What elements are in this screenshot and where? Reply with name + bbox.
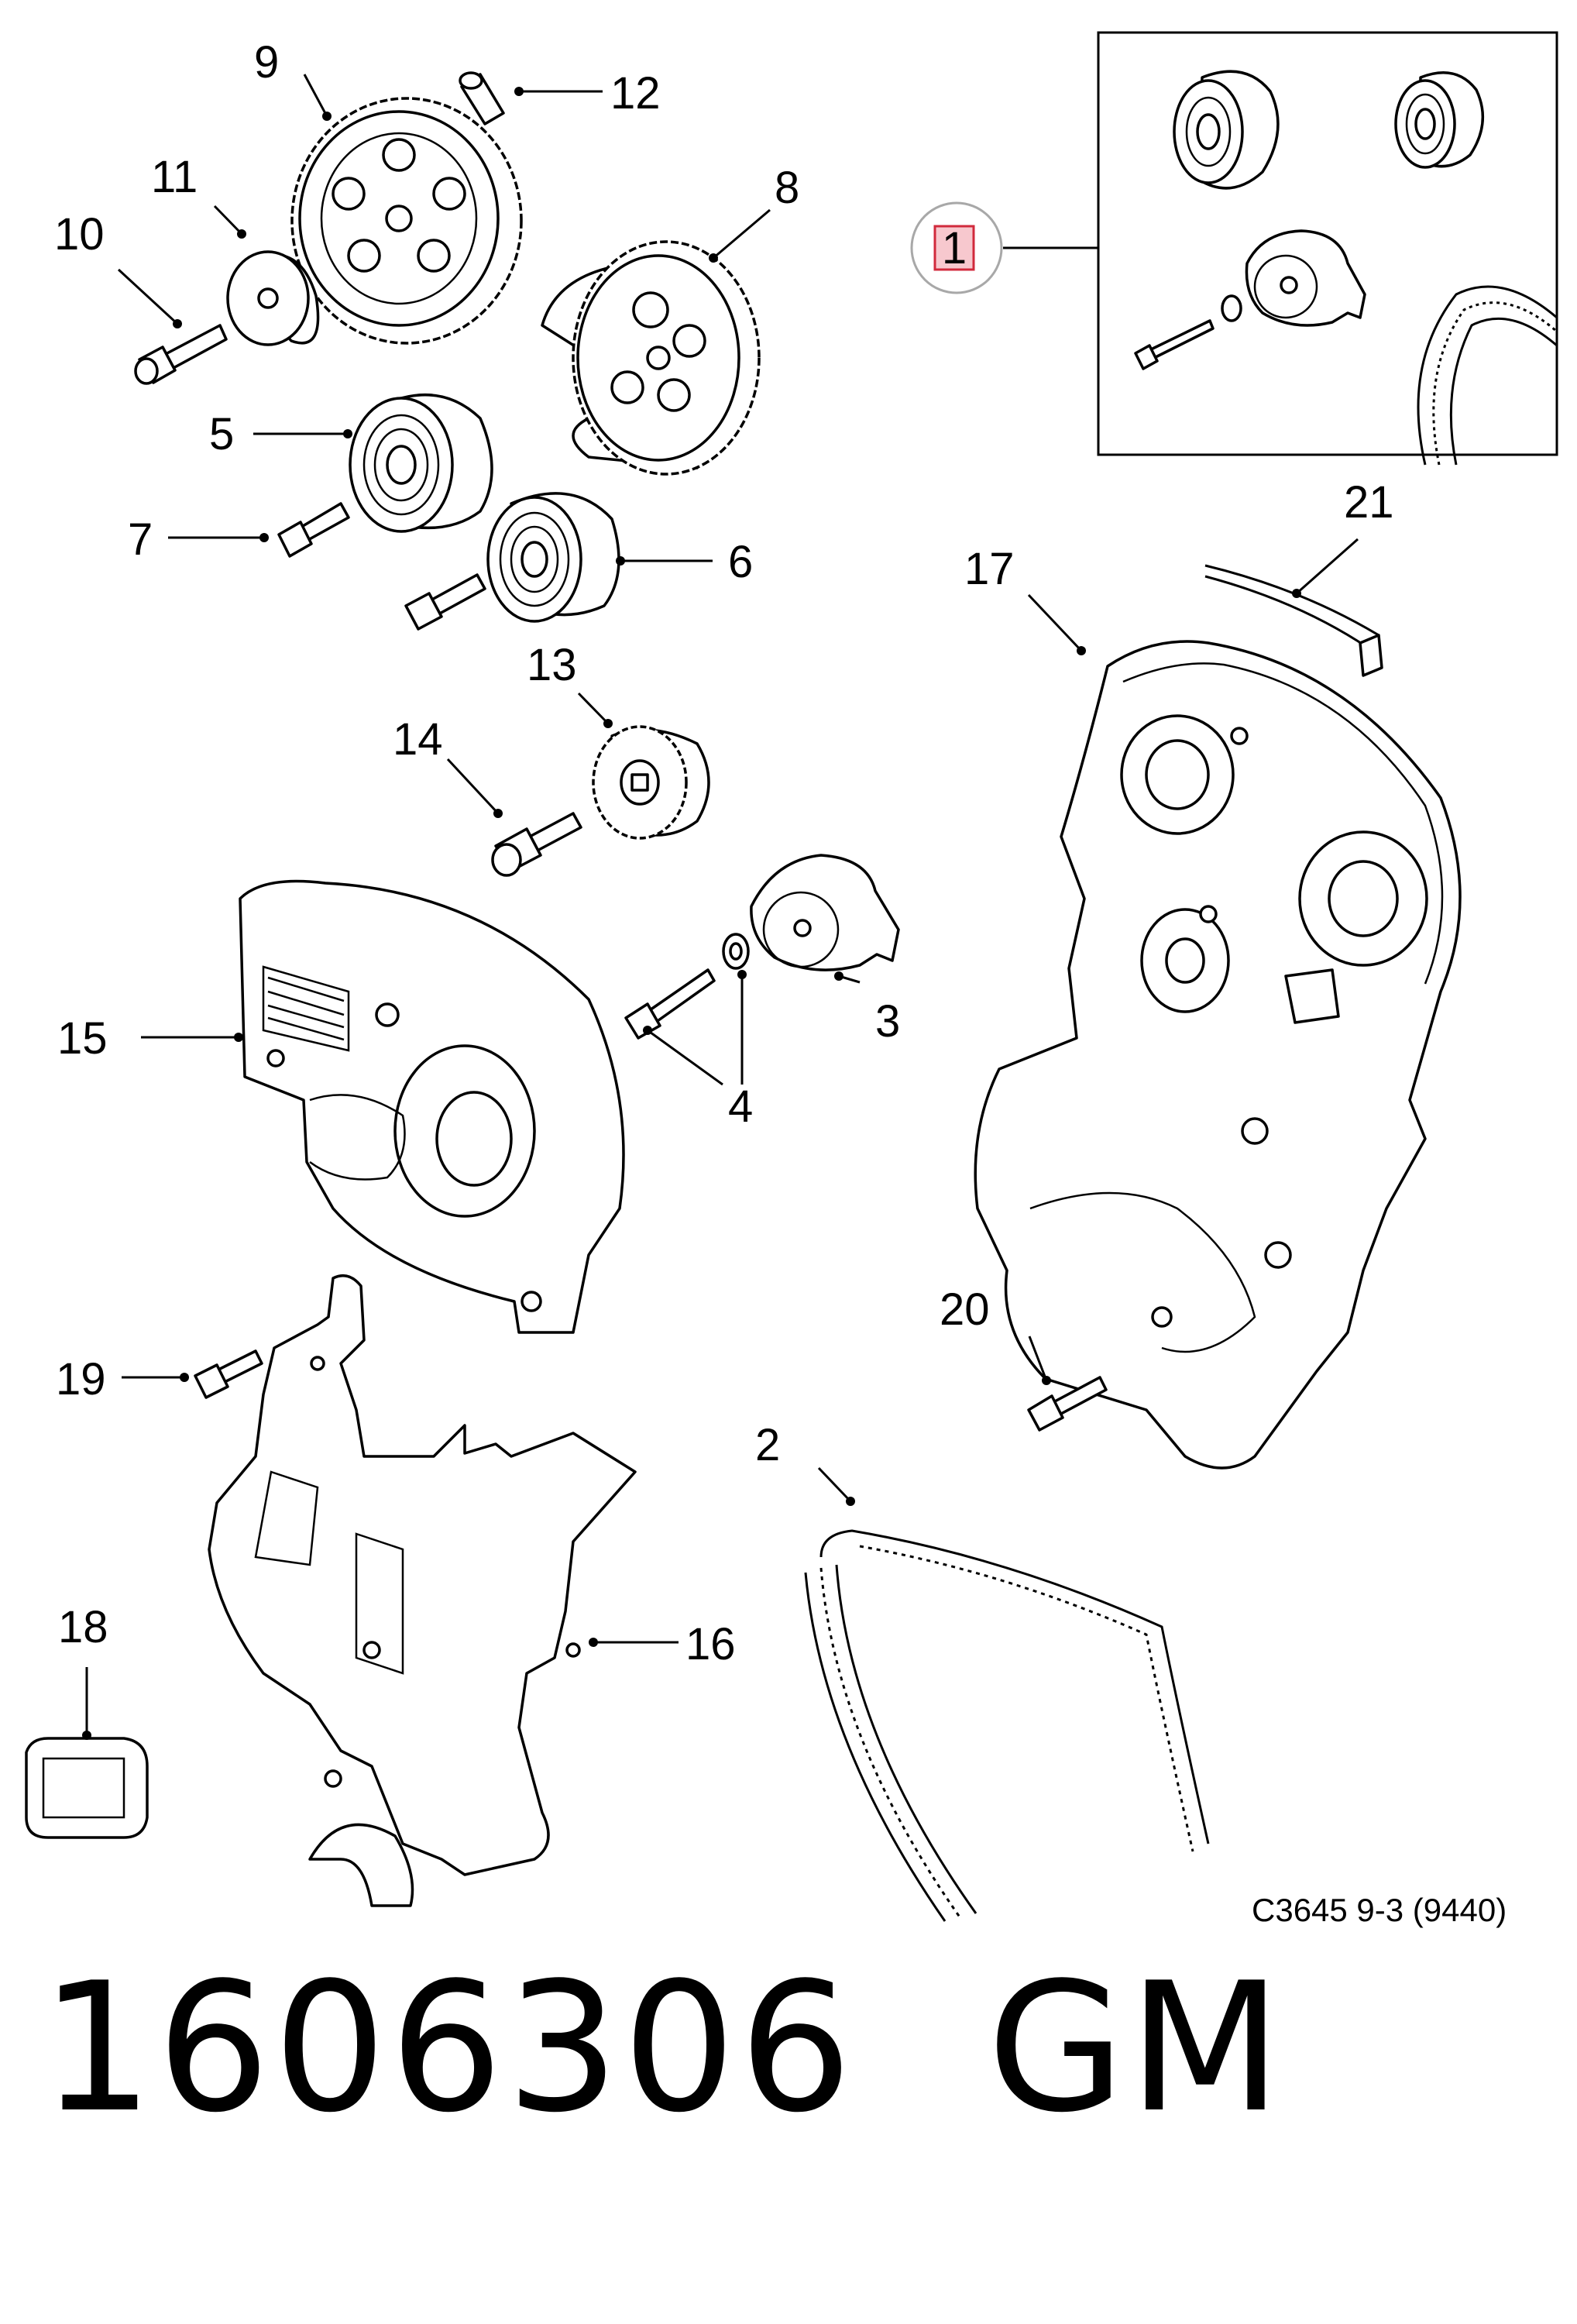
callout-17: 17 bbox=[964, 544, 1015, 594]
dowel-pin-12 bbox=[459, 71, 505, 125]
callout-2: 2 bbox=[755, 1420, 780, 1470]
brand-name: GM bbox=[987, 1945, 1286, 2152]
bolt-washer-4 bbox=[624, 933, 750, 1040]
callout-20: 20 bbox=[940, 1284, 990, 1335]
thrust-washer-11 bbox=[226, 250, 320, 346]
timing-belt-2 bbox=[804, 1529, 1210, 1922]
callout-8: 8 bbox=[775, 163, 799, 213]
callout-3: 3 bbox=[875, 996, 900, 1047]
callout-13: 13 bbox=[527, 640, 577, 690]
kit-bolt bbox=[1134, 319, 1215, 370]
bolt-idler bbox=[404, 573, 486, 631]
gasket-18 bbox=[25, 1737, 149, 1839]
kit-tensioner bbox=[1245, 229, 1366, 327]
callout-labels: 2 3 4 5 6 7 8 9 10 11 12 13 14 15 16 17 … bbox=[54, 37, 1394, 1669]
callout-4: 4 bbox=[728, 1081, 753, 1132]
callout-6: 6 bbox=[728, 537, 753, 587]
idler-pulley-5 bbox=[349, 394, 493, 533]
callout-9: 9 bbox=[254, 37, 279, 88]
camshaft-sprocket-9 bbox=[290, 97, 523, 345]
bolt-19 bbox=[194, 1349, 263, 1399]
kit-box bbox=[1097, 31, 1558, 466]
callout-19: 19 bbox=[56, 1354, 106, 1404]
bolt-20 bbox=[1027, 1376, 1108, 1432]
part-number: 1606306 bbox=[40, 1945, 856, 2152]
callout-10: 10 bbox=[54, 209, 105, 260]
callout-12: 12 bbox=[610, 68, 661, 119]
kit-idler-pulley-b bbox=[1394, 71, 1485, 169]
camshaft-sprocket-8 bbox=[541, 240, 761, 476]
bolt-7 bbox=[277, 502, 350, 558]
callout-15: 15 bbox=[57, 1013, 108, 1064]
lower-timing-cover-16 bbox=[208, 1274, 637, 1907]
bolt-10 bbox=[134, 324, 228, 385]
leader-lines bbox=[82, 74, 1359, 1740]
kit-idler-pulley-a bbox=[1173, 70, 1280, 190]
callout-21: 21 bbox=[1344, 477, 1394, 528]
rear-timing-cover-17 bbox=[974, 640, 1462, 1470]
crankshaft-sprocket-13 bbox=[592, 725, 710, 840]
bolt-14 bbox=[491, 812, 582, 877]
drawing-reference: C3645 9-3 (9440) bbox=[1252, 1892, 1507, 1928]
kit-washer bbox=[1221, 294, 1242, 322]
upper-timing-cover-15 bbox=[239, 879, 625, 1334]
kit-callout-marker: 1 bbox=[910, 201, 1003, 294]
callout-7: 7 bbox=[128, 514, 153, 565]
tensioner-3 bbox=[750, 854, 900, 971]
callout-14: 14 bbox=[393, 714, 443, 765]
callout-16: 16 bbox=[685, 1619, 736, 1669]
seal-strip-21 bbox=[1204, 564, 1383, 677]
kit-callout-label: 1 bbox=[942, 223, 967, 273]
idler-pulley-6 bbox=[486, 492, 620, 623]
kit-timing-belt bbox=[1417, 285, 1558, 466]
callout-18: 18 bbox=[58, 1602, 108, 1652]
callout-11: 11 bbox=[151, 152, 198, 202]
callout-5: 5 bbox=[209, 409, 234, 459]
